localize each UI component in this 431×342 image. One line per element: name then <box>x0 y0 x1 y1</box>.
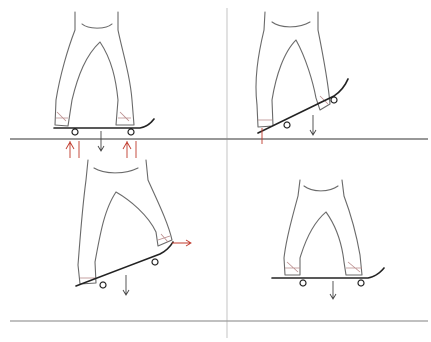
panel-4-level-out <box>271 179 385 300</box>
wheel-front <box>99 281 107 289</box>
force-arrows <box>122 239 192 296</box>
right-shoe <box>118 111 131 122</box>
left-shoe <box>285 261 300 273</box>
panel-1-stance <box>53 11 155 158</box>
panel-2-tail-pop <box>255 11 349 144</box>
skateboard-deck <box>271 267 385 279</box>
skateboard-deck <box>53 118 155 129</box>
wheel-back <box>151 258 159 266</box>
left-shoe <box>56 111 68 122</box>
legs-outline <box>283 179 363 276</box>
wheel-front <box>299 279 307 287</box>
force-arrows <box>261 115 317 144</box>
force-arrows <box>329 281 337 300</box>
wheel-back <box>330 96 338 104</box>
right-shoe <box>346 261 362 273</box>
right-shoe <box>157 233 171 243</box>
wheel-back <box>357 279 365 287</box>
skateboard-deck <box>75 241 174 287</box>
panel-3-front-foot-slide <box>75 159 192 296</box>
legs-outline <box>77 159 173 285</box>
wheel-front <box>283 121 291 129</box>
legs-outline <box>54 11 135 127</box>
wheel-back <box>127 128 135 136</box>
skateboard-deck <box>257 78 349 134</box>
legs-outline <box>255 11 331 128</box>
wheel-front <box>71 128 79 136</box>
force-arrows <box>65 131 137 158</box>
